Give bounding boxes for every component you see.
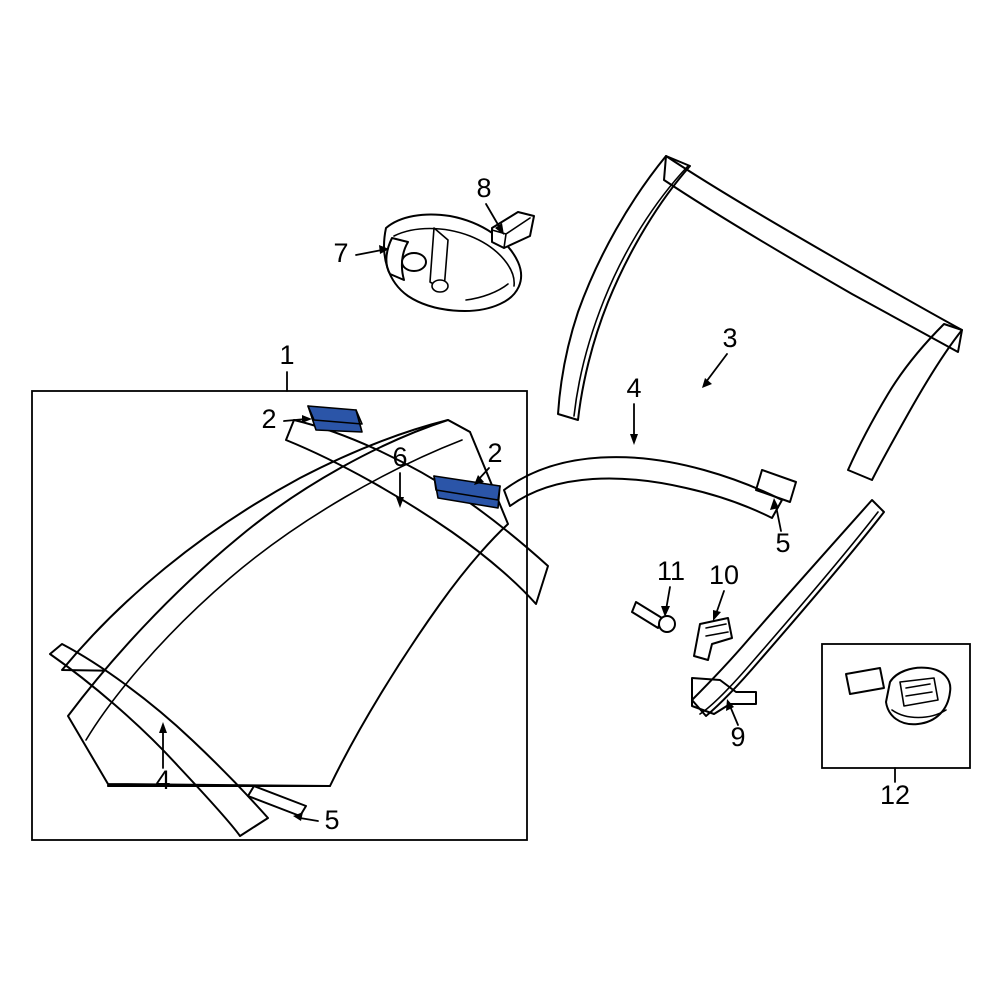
callout-label-7: 7 <box>333 238 348 268</box>
rear-view-mirror-highlight <box>393 227 515 287</box>
callout-3-leader <box>705 353 728 383</box>
callout-9-arrow <box>726 699 734 711</box>
sensor-bracket-base <box>891 709 947 719</box>
moulding-clip-lower <box>247 785 307 817</box>
side-moulding-lower-left <box>49 643 269 837</box>
lower-side-moulding-inner <box>699 511 879 715</box>
sensor-bracket-ribs <box>905 683 933 697</box>
rear-view-mirror-lower-edge <box>465 283 509 301</box>
callout-label-12: 12 <box>880 780 910 810</box>
upper-moulding-right-leg <box>663 155 963 353</box>
callout-4a-arrow <box>630 434 638 445</box>
callout-label-3: 3 <box>722 323 737 353</box>
moulding-retainer-clip <box>693 617 733 661</box>
callout-4b-arrow <box>159 722 167 733</box>
clip-upper-left <box>307 405 363 433</box>
windshield-glass <box>67 419 509 787</box>
moulding-screw-shank <box>631 601 663 629</box>
callout-label-1: 1 <box>279 340 294 370</box>
callout-7-arrow <box>379 245 389 254</box>
callout-label-5a: 5 <box>775 528 790 558</box>
callout-2b-arrow <box>474 475 484 485</box>
callout-10-arrow <box>713 610 721 621</box>
upper-moulding-strip <box>285 419 549 605</box>
callout-3-arrow <box>702 378 712 388</box>
callout-5a-leader <box>775 505 782 532</box>
lower-moulding-bracket <box>691 677 757 715</box>
callout-10-leader <box>715 590 725 615</box>
moulding-clip-right <box>755 469 797 503</box>
callout-label-10: 10 <box>709 560 739 590</box>
callout-8-arrow <box>495 223 504 235</box>
rear-view-mirror-stem <box>385 237 409 281</box>
moulding-retainer-clip-ribs <box>705 623 729 637</box>
rear-view-mirror-button <box>431 279 449 293</box>
sensor-group-box <box>821 643 971 769</box>
callout-2a-arrow <box>302 415 312 423</box>
sensor-bracket-window <box>899 677 939 707</box>
rear-view-mirror-body <box>383 213 523 312</box>
mirror-cover-edge <box>491 217 531 249</box>
upper-moulding-inner-line <box>573 165 689 417</box>
windshield-glass-edge-line <box>85 439 463 741</box>
callout-label-4b: 4 <box>155 765 170 795</box>
callout-label-4a: 4 <box>626 373 641 403</box>
callout-5a-arrow <box>770 498 779 510</box>
upper-moulding-left-leg <box>557 155 691 421</box>
callout-label-5b: 5 <box>324 805 339 835</box>
callout-9-leader <box>729 705 739 726</box>
sensor-bracket-body <box>885 666 952 726</box>
callout-7-leader <box>355 249 383 256</box>
upper-moulding-right-drop <box>847 323 963 481</box>
callout-label-11: 11 <box>657 556 685 586</box>
callout-5b-leader <box>299 817 319 822</box>
rear-view-mirror-mount <box>401 252 427 272</box>
sensor-gel-pad <box>845 667 885 695</box>
callout-11-arrow <box>661 606 670 617</box>
side-moulding-upper-right <box>503 456 783 519</box>
callout-8-leader <box>485 203 501 229</box>
callout-label-2b: 2 <box>487 438 502 468</box>
moulding-screw-head <box>658 615 676 633</box>
callout-label-6: 6 <box>392 442 407 472</box>
windshield-group-box <box>31 390 528 841</box>
callout-5b-arrow <box>293 812 303 821</box>
callout-label-8: 8 <box>476 173 491 203</box>
callout-label-9: 9 <box>730 722 745 752</box>
callout-6-arrow <box>396 497 404 508</box>
clip-upper-right <box>433 475 501 509</box>
callout-label-2a: 2 <box>261 404 276 434</box>
